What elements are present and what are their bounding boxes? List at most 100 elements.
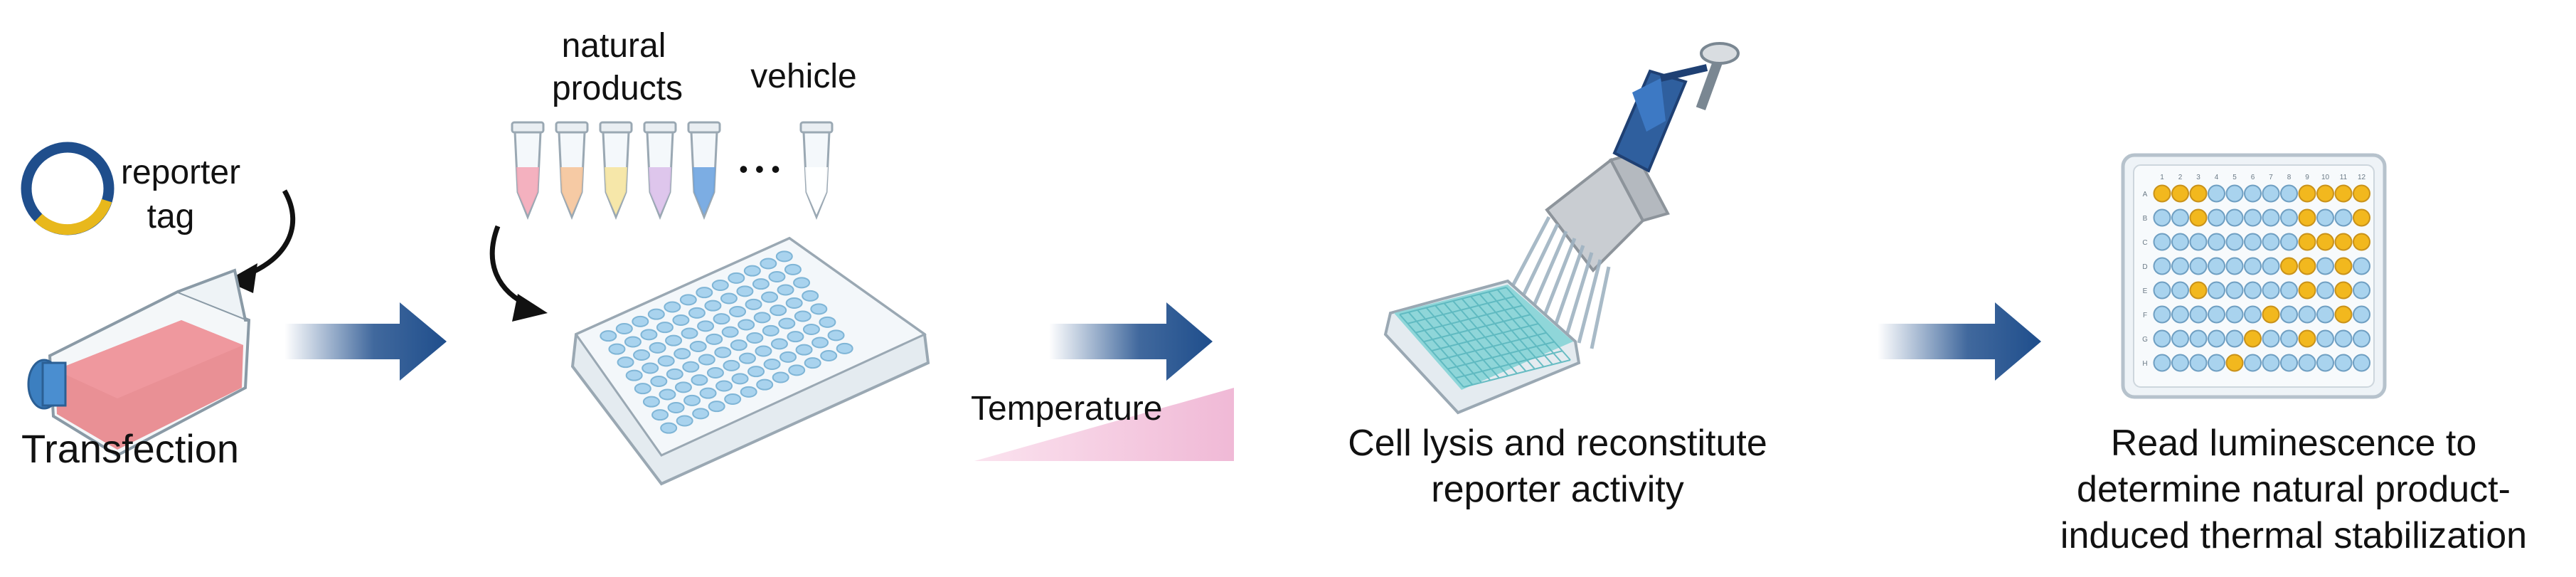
- well-stabilized: [2280, 257, 2298, 275]
- well: [2298, 305, 2316, 324]
- row-label: C: [2142, 239, 2147, 247]
- well-stabilized: [2171, 184, 2189, 203]
- well: [2208, 257, 2225, 275]
- well: [2208, 184, 2225, 203]
- plate-well: [787, 331, 804, 343]
- well-stabilized: [2298, 184, 2316, 203]
- well-stabilized: [2225, 354, 2244, 372]
- plate-well: [740, 386, 757, 398]
- well: [2262, 329, 2280, 348]
- plate-well: [775, 250, 793, 263]
- col-label: 1: [2160, 174, 2164, 181]
- well-stabilized: [2316, 184, 2334, 203]
- plate-well: [660, 422, 678, 434]
- well-stabilized: [2298, 281, 2316, 300]
- sample-tube: [643, 121, 677, 221]
- col-label: 4: [2215, 174, 2219, 181]
- plate-well: [820, 350, 838, 361]
- well: [2208, 329, 2225, 348]
- plate-well: [836, 342, 853, 354]
- well-stabilized: [2153, 184, 2171, 203]
- label-ellipsis: • • •: [739, 154, 780, 184]
- process-arrow-1: [284, 302, 447, 381]
- plate-well: [770, 338, 788, 350]
- plate-well: [785, 297, 803, 309]
- label-vehicle: vehicle: [750, 58, 856, 95]
- well: [2153, 305, 2171, 324]
- well: [2262, 233, 2280, 251]
- well: [2244, 233, 2262, 251]
- plate-well: [699, 387, 717, 399]
- sample-tube: [511, 121, 545, 221]
- plate-well: [674, 381, 692, 393]
- plate-well: [692, 408, 710, 420]
- well: [2334, 354, 2353, 372]
- col-label: 9: [2305, 174, 2309, 181]
- plate-well: [779, 351, 797, 363]
- well: [2189, 257, 2208, 275]
- plate-well: [704, 300, 722, 312]
- well: [2262, 208, 2280, 227]
- plate-well: [682, 361, 700, 373]
- plate-well: [723, 359, 740, 371]
- plate-well: [747, 366, 765, 378]
- well: [2280, 281, 2298, 300]
- cell-culture-flask-icon: [27, 268, 251, 457]
- plate-well: [738, 352, 756, 364]
- plate-well: [802, 290, 819, 302]
- plate-well: [760, 258, 777, 270]
- plate-well: [657, 355, 675, 367]
- col-label: 11: [2340, 174, 2348, 181]
- label-read-line1: Read luminescence to: [2111, 423, 2477, 464]
- plate-well: [674, 348, 691, 360]
- plate-well: [672, 314, 690, 326]
- sample-tube: [799, 121, 834, 221]
- well: [2298, 354, 2316, 372]
- plate-well: [795, 344, 813, 356]
- well: [2208, 208, 2225, 227]
- well: [2280, 329, 2298, 348]
- label-read-line3: induced thermal stabilization: [2060, 515, 2527, 556]
- row-label: G: [2142, 336, 2148, 344]
- well-stabilized: [2353, 233, 2370, 251]
- label-tag: tag: [147, 198, 195, 235]
- well: [2171, 329, 2189, 348]
- plate-well: [811, 337, 829, 349]
- well-stabilized: [2189, 208, 2208, 227]
- multichannel-pipette-icon: [1500, 42, 1740, 349]
- well-stabilized: [2262, 305, 2280, 324]
- row-label: H: [2142, 360, 2147, 368]
- plate-well: [772, 371, 789, 383]
- curved-arrow-head: [226, 263, 257, 293]
- well: [2353, 281, 2370, 300]
- label-temperature: Temperature: [971, 390, 1162, 428]
- well: [2353, 305, 2370, 324]
- col-label: 10: [2321, 174, 2330, 181]
- curved-arrow-plasmid-to-flask: [237, 189, 296, 280]
- plate-well: [746, 332, 764, 344]
- plate-well: [715, 380, 733, 392]
- sample-tube: [599, 121, 633, 221]
- plate-well: [793, 277, 811, 289]
- well: [2153, 329, 2171, 348]
- plate-well: [647, 308, 665, 320]
- well: [2244, 354, 2262, 372]
- plate-well: [666, 368, 683, 380]
- plate-well: [804, 357, 821, 369]
- well: [2171, 305, 2189, 324]
- row-label: F: [2143, 312, 2147, 319]
- label-lysis-line1: Cell lysis and reconstitute: [1348, 423, 1767, 464]
- plate-well: [827, 329, 845, 342]
- label-reporter: reporter: [121, 154, 240, 191]
- plate-well: [714, 346, 732, 359]
- plate-well: [706, 367, 724, 379]
- col-label: 7: [2269, 174, 2273, 181]
- well-stabilized: [2298, 329, 2316, 348]
- plate-well: [617, 356, 634, 369]
- plate-well: [679, 294, 697, 306]
- well-plate-96: [570, 236, 930, 486]
- plate-well: [624, 336, 642, 348]
- well: [2244, 305, 2262, 324]
- plate-well: [640, 329, 658, 341]
- plate-well: [720, 292, 738, 305]
